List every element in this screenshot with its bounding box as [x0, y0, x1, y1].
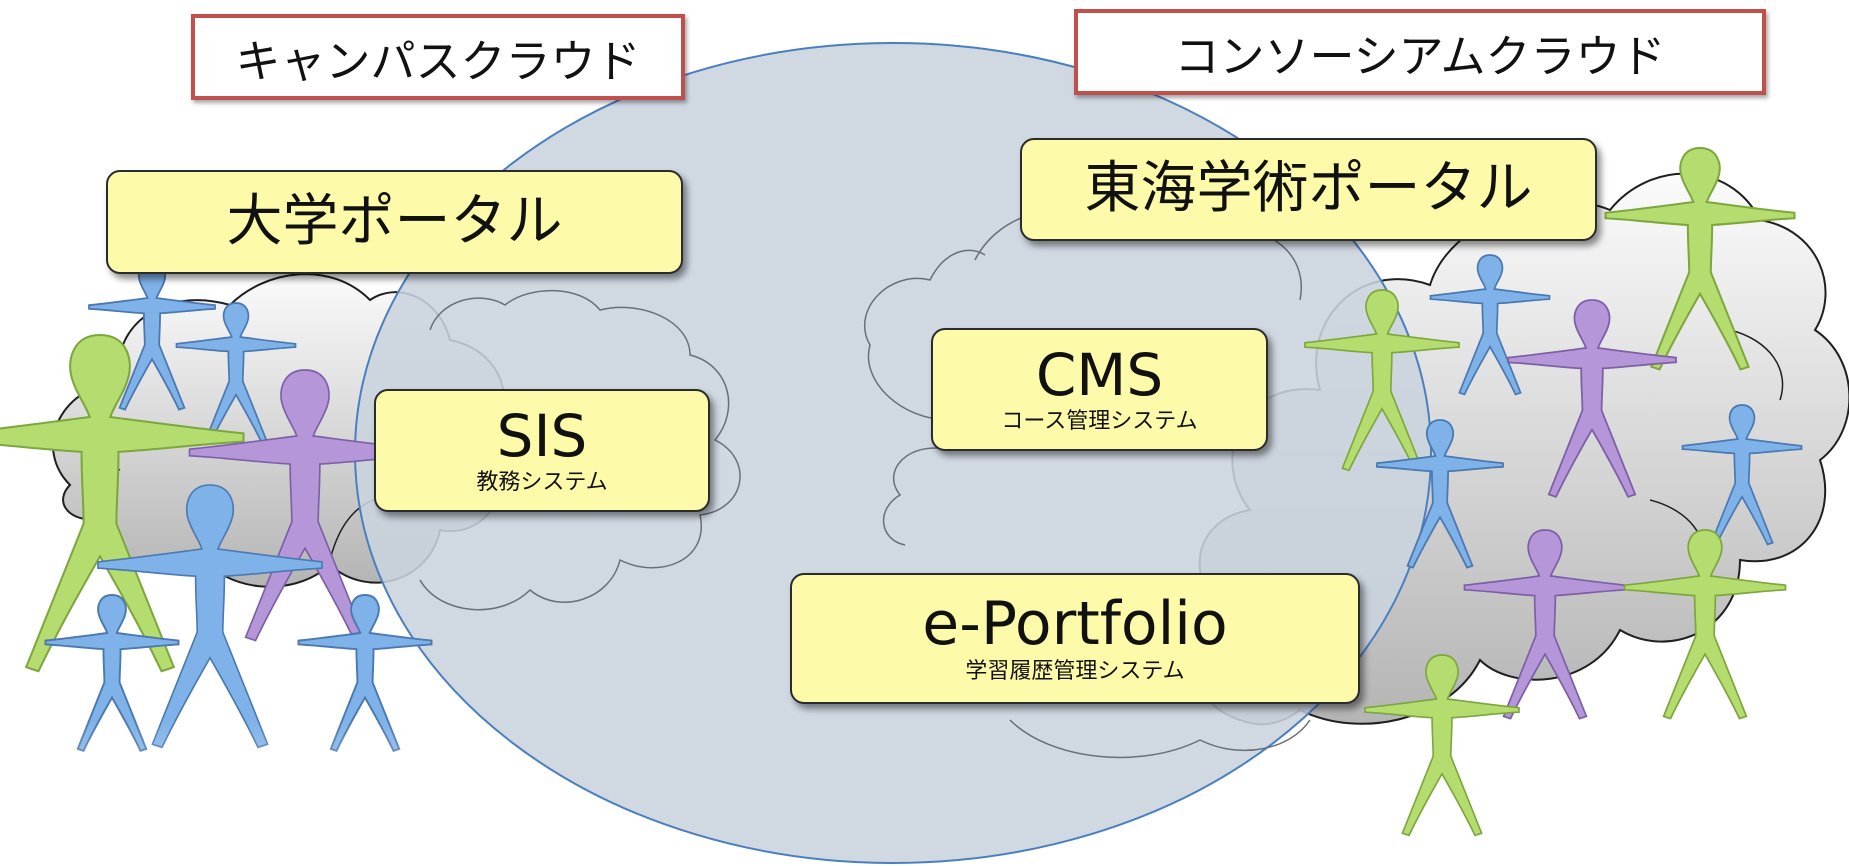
university-portal-box: 大学ポータル — [106, 170, 683, 274]
eportfolio-name: e-Portfolio — [922, 588, 1228, 659]
sis-name: SIS — [496, 401, 588, 470]
university-portal-label: 大学ポータル — [226, 188, 563, 254]
sis-desc: 教務システム — [476, 469, 608, 495]
eportfolio-desc: 学習履歴管理システム — [965, 658, 1185, 684]
consortium-cloud-label-text: コンソーシアムクラウド — [1174, 29, 1666, 83]
campus-cloud-label-text: キャンパスクラウド — [235, 34, 641, 88]
consortium-cloud-label: コンソーシアムクラウド — [1074, 9, 1766, 95]
tokai-portal-label: 東海学術ポータル — [1084, 156, 1533, 222]
sis-cloud — [419, 289, 741, 611]
cms-desc: コース管理システム — [1001, 408, 1198, 434]
campus-cloud-label: キャンパスクラウド — [191, 14, 685, 100]
tokai-portal-box: 東海学術ポータル — [1020, 138, 1597, 241]
cms-box: CMS コース管理システム — [931, 328, 1268, 451]
floor-reflection — [40, 720, 400, 830]
sis-box: SIS 教務システム — [374, 389, 710, 512]
eportfolio-box: e-Portfolio 学習履歴管理システム — [790, 573, 1360, 704]
cms-name: CMS — [1035, 340, 1164, 409]
